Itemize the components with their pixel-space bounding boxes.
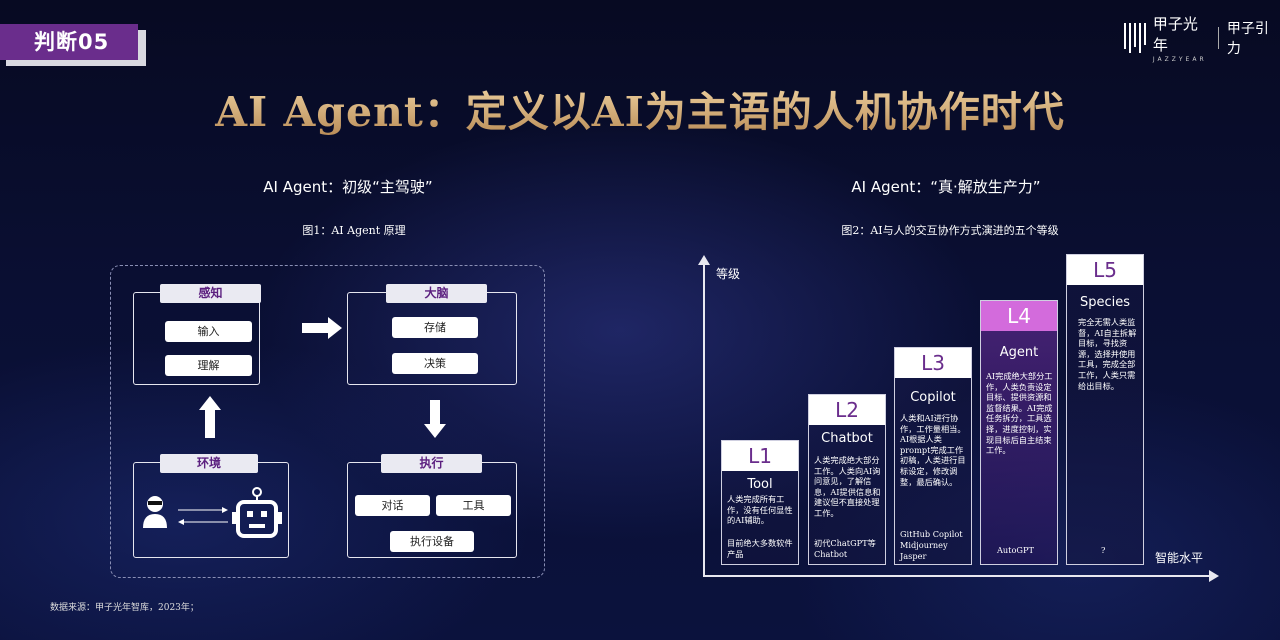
level-desc: 人类完成所有工作，没有任何显性的AI辅助。 [727, 494, 793, 526]
level-desc: 人类和AI进行协作，工作量相当。AI根据人类prompt完成工作初稿，人类进行目… [900, 413, 966, 487]
logo-text: 甲子光年 JAZZYEAR [1153, 13, 1210, 63]
level-id: L1 [722, 441, 798, 471]
level-examples: 目前绝大多数软件产品 [727, 538, 793, 559]
brain-item-storage: 存储 [392, 317, 478, 338]
logo-mark-icon [1124, 23, 1146, 53]
x-axis-label: 智能水平 [1155, 551, 1204, 565]
y-axis-arrow-icon [698, 255, 710, 265]
level-examples: 初代ChatGPT等Chatbot [814, 538, 876, 559]
page-title: AI Agent：定义以AI为主语的人机协作时代 [0, 78, 1280, 138]
level-desc: 完全无需人类监督，AI自主拆解目标，寻找资源，选择并使用工具，完成全部工作，人类… [1078, 317, 1137, 391]
perception-header: 感知 [160, 284, 261, 303]
logo-cn: 甲子光年 [1152, 15, 1198, 54]
level-id: L3 [895, 348, 971, 378]
y-axis [703, 262, 705, 576]
x-axis [703, 575, 1211, 577]
level-examples: GitHub Copilot Midjourney Jasper [900, 529, 963, 561]
human-robot-icon [143, 487, 282, 538]
level-card-l3: L3 Copilot 人类和AI进行协作，工作量相当。AI根据人类prompt完… [894, 347, 972, 565]
level-name: Copilot [910, 390, 956, 405]
environment-header: 环境 [160, 454, 258, 473]
section-tag: 判断05 [0, 24, 138, 60]
level-desc: AI完成绝大部分工作，人类负责设定目标、提供资源和监督结果。AI完成任务拆分，工… [986, 371, 1053, 456]
level-examples: ? [1101, 545, 1106, 555]
agent-diagram-frame [110, 265, 545, 578]
execution-item-tools: 工具 [436, 495, 511, 516]
arrow-right-icon [302, 317, 342, 339]
y-axis-label: 等级 [716, 267, 741, 281]
brand-logo: 甲子光年 JAZZYEAR 甲子引力 [1124, 15, 1280, 63]
level-id: L5 [1067, 255, 1143, 285]
person-icon [143, 496, 167, 528]
level-name: Species [1079, 295, 1131, 310]
execution-item-devices: 执行设备 [390, 531, 474, 552]
robot-icon [232, 487, 282, 538]
right-caption: 图2：AI与人的交互协作方式演进的五个等级 [841, 224, 1059, 237]
brain-item-decision: 决策 [392, 353, 478, 374]
x-axis-arrow-icon [1209, 570, 1219, 582]
level-card-l4: L4 Agent AI完成绝大部分工作，人类负责设定目标、提供资源和监督结果。A… [980, 300, 1058, 565]
arrow-up-icon [199, 396, 221, 438]
level-name: Tool [747, 477, 773, 492]
logo-separator [1217, 27, 1219, 49]
brain-header: 大脑 [386, 284, 487, 303]
perception-item-input: 输入 [165, 321, 252, 342]
level-card-l1: L1 Tool 人类完成所有工作，没有任何显性的AI辅助。 目前绝大多数软件产品 [721, 440, 799, 565]
level-desc: 人类完成绝大部分工作。人类向AI询问意见，了解信息，AI提供信息和建议但不直接处… [814, 455, 881, 518]
level-name: Agent [999, 345, 1039, 360]
level-id: L2 [809, 395, 885, 425]
logo-right: 甲子引力 [1226, 21, 1269, 57]
execution-item-dialog: 对话 [355, 495, 430, 516]
logo-en: JAZZYEAR [1152, 56, 1207, 63]
perception-item-understand: 理解 [165, 355, 252, 376]
arrow-down-icon [424, 400, 446, 438]
level-id: L4 [981, 301, 1057, 331]
level-name: Chatbot [821, 431, 873, 446]
level-card-l2: L2 Chatbot 人类完成绝大部分工作。人类向AI询问意见，了解信息，AI提… [808, 394, 886, 565]
source-note: 数据来源：甲子光年智库，2023年； [50, 603, 199, 613]
right-subtitle: AI Agent：“真·解放生产力” [851, 178, 1041, 196]
left-subtitle: AI Agent：初级“主驾驶” [263, 178, 433, 196]
level-card-l5: L5 Species 完全无需人类监督，AI自主拆解目标，寻找资源，选择并使用工… [1066, 254, 1144, 565]
level-examples: AutoGPT [997, 545, 1034, 555]
execution-header: 执行 [381, 454, 482, 473]
left-caption: 图1：AI Agent 原理 [302, 224, 406, 237]
